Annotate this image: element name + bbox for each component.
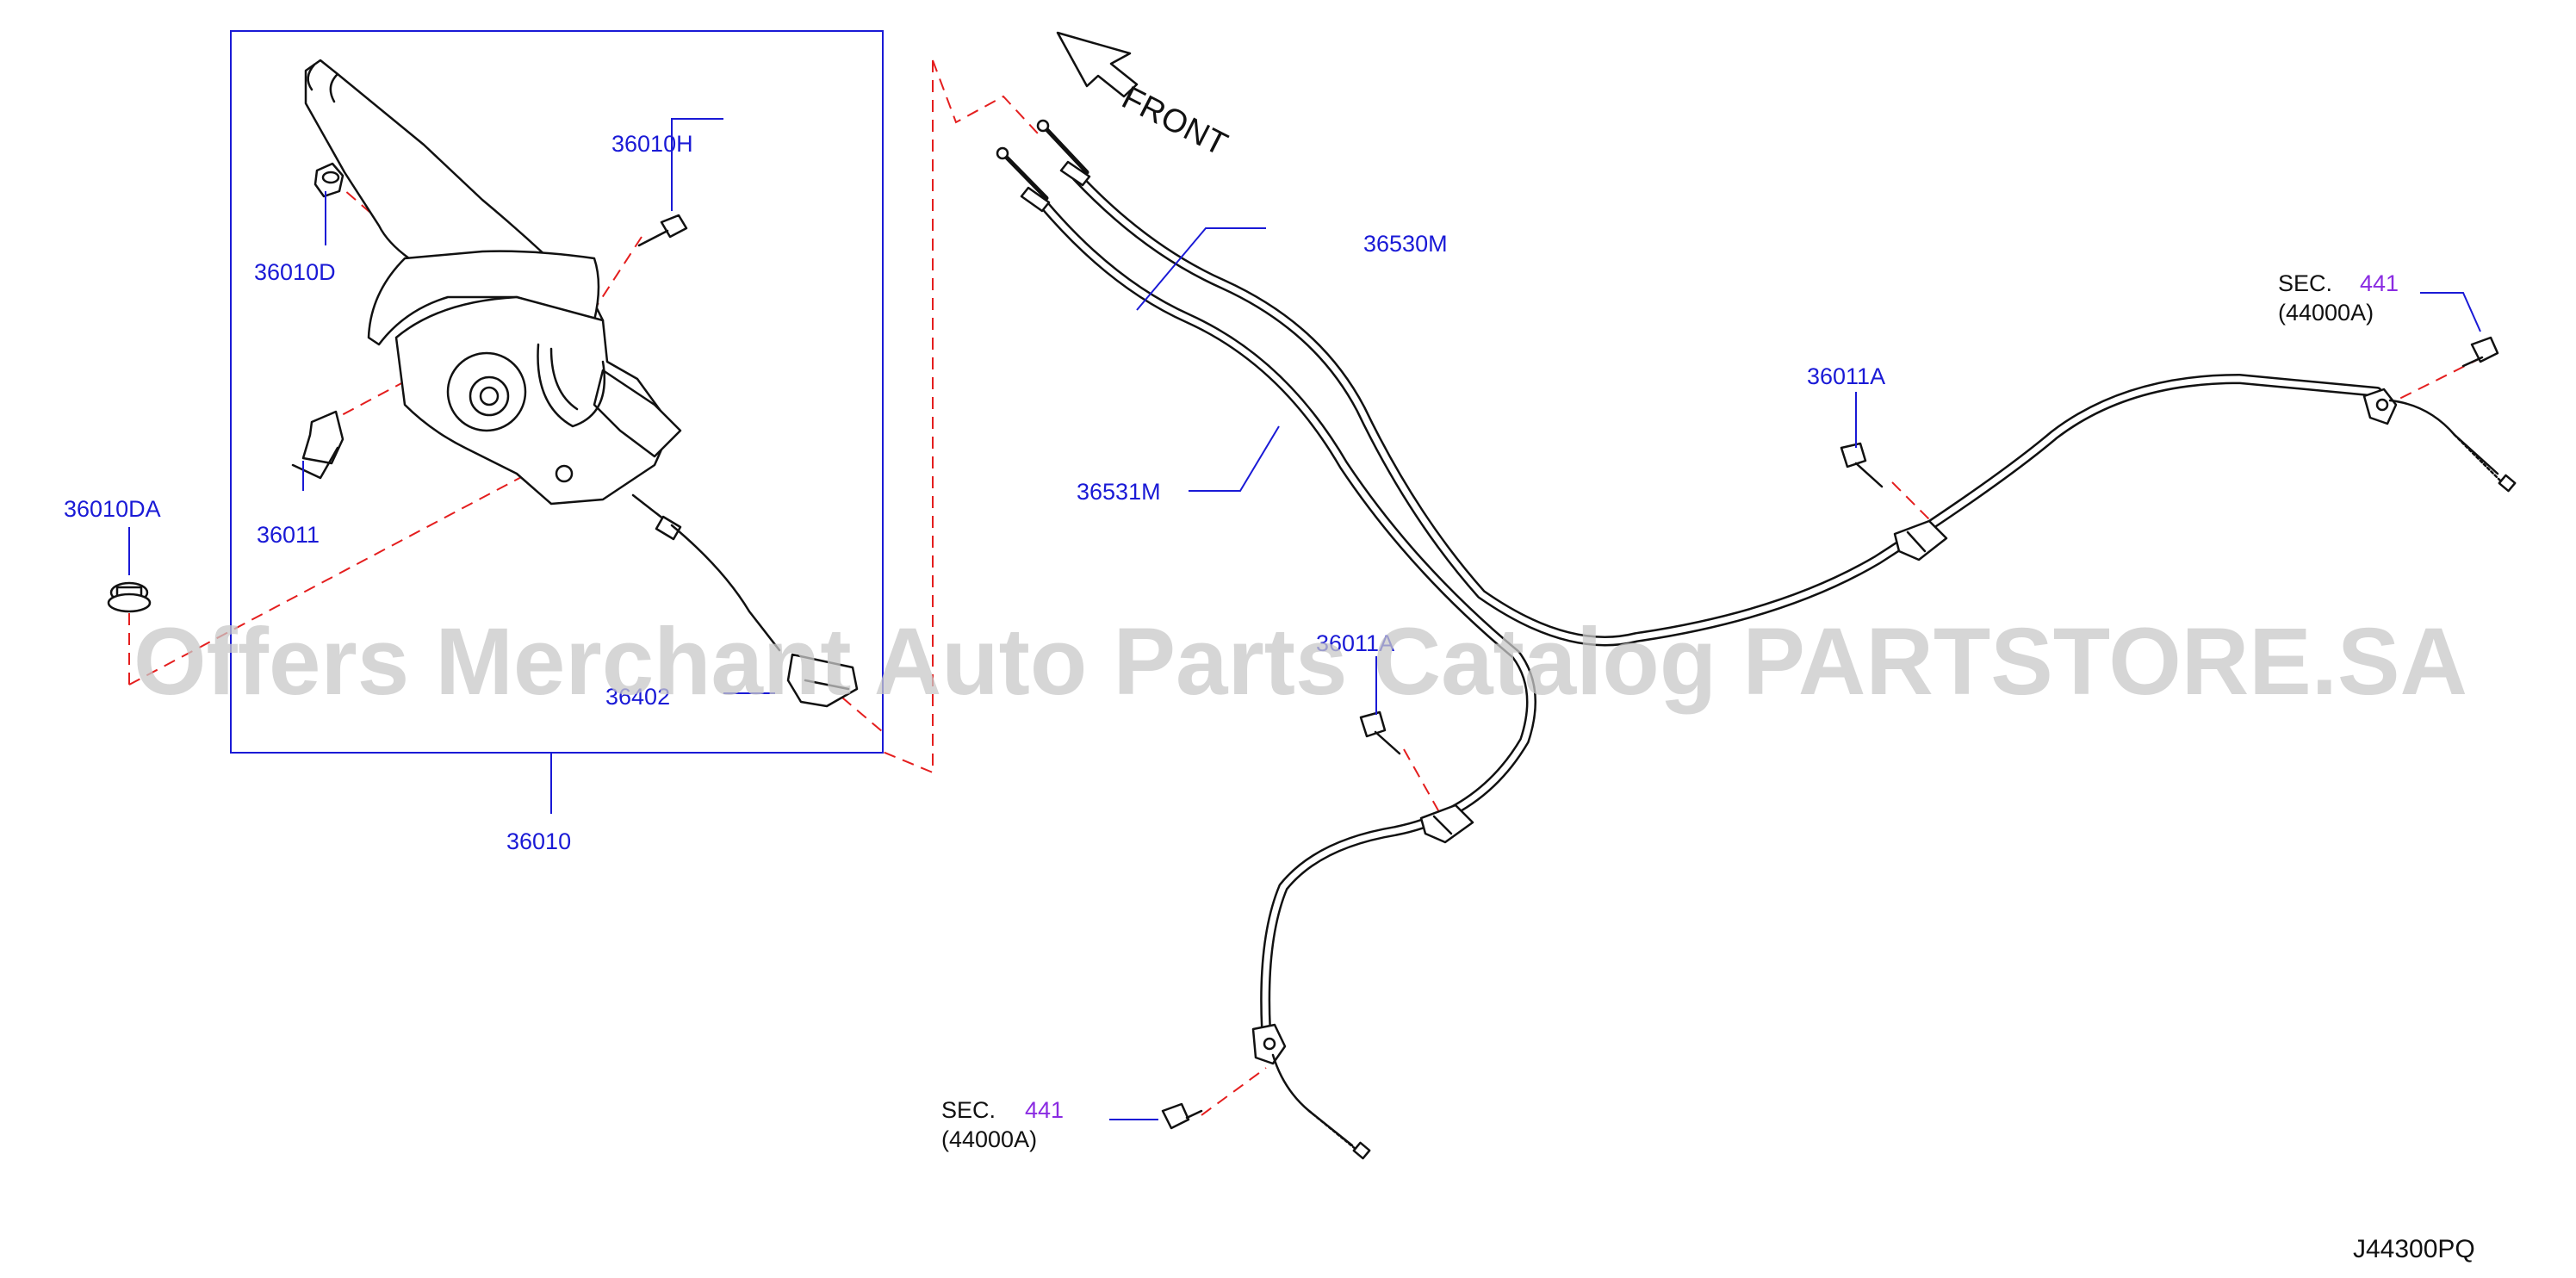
parking-brake-lever-assembly (304, 59, 859, 708)
section-ref-right[interactable]: SEC. 441 (44000A) (2278, 270, 2399, 326)
leader-lines (128, 118, 2481, 1120)
sec-part: (44000A) (2278, 300, 2374, 326)
part-label-36530m[interactable]: 36530M (1363, 231, 1448, 257)
assembly-frame (230, 30, 884, 754)
bolt-36011a-right (1840, 442, 1884, 488)
part-label-36010[interactable]: 36010 (506, 828, 571, 854)
cable-rear-end-bottom (1251, 1023, 1371, 1160)
clip-36010d (313, 162, 345, 198)
front-label: FRONT (1116, 80, 1233, 164)
cable-clip-center (1419, 803, 1474, 844)
sec-prefix: SEC. (941, 1097, 996, 1123)
bracket-36011 (291, 410, 345, 480)
front-arrow-icon (1056, 31, 1139, 98)
nut-36010da (107, 581, 152, 613)
sec-prefix: SEC. (2278, 270, 2332, 296)
part-label-36010da[interactable]: 36010DA (64, 496, 161, 522)
brake-cable-36530m (1071, 171, 2382, 647)
part-label-36402[interactable]: 36402 (605, 684, 670, 710)
part-label-36010h[interactable]: 36010H (611, 131, 693, 157)
bolt-36011a-center (1359, 710, 1401, 755)
watermark: Offers Merchant Auto Parts Catalog PARTS… (133, 609, 2467, 715)
part-label-36011[interactable]: 36011 (257, 522, 320, 548)
sec-number[interactable]: 441 (2360, 270, 2399, 296)
part-label-36531m[interactable]: 36531M (1077, 479, 1161, 505)
diagram-code: J44300PQ (2353, 1235, 2475, 1263)
cable-clip-right (1893, 519, 1948, 561)
brake-cable-36531m (1037, 197, 1536, 1034)
part-label-36010d[interactable]: 36010D (254, 259, 336, 285)
cable-rear-end-right (2362, 388, 2517, 493)
bolt-36010h (637, 214, 688, 247)
cable-front-ends (996, 119, 1091, 213)
part-label-36011a-center[interactable]: 36011A (1316, 630, 1394, 656)
part-label-36011a-right[interactable]: 36011A (1807, 363, 1885, 389)
sec-part: (44000A) (941, 1126, 1037, 1152)
sec-number[interactable]: 441 (1025, 1097, 1064, 1123)
section-ref-bottom[interactable]: SEC. 441 (44000A) (941, 1097, 1064, 1152)
bolt-sec441-bottom (1161, 1102, 1203, 1130)
bolt-sec441-right (2461, 336, 2499, 368)
